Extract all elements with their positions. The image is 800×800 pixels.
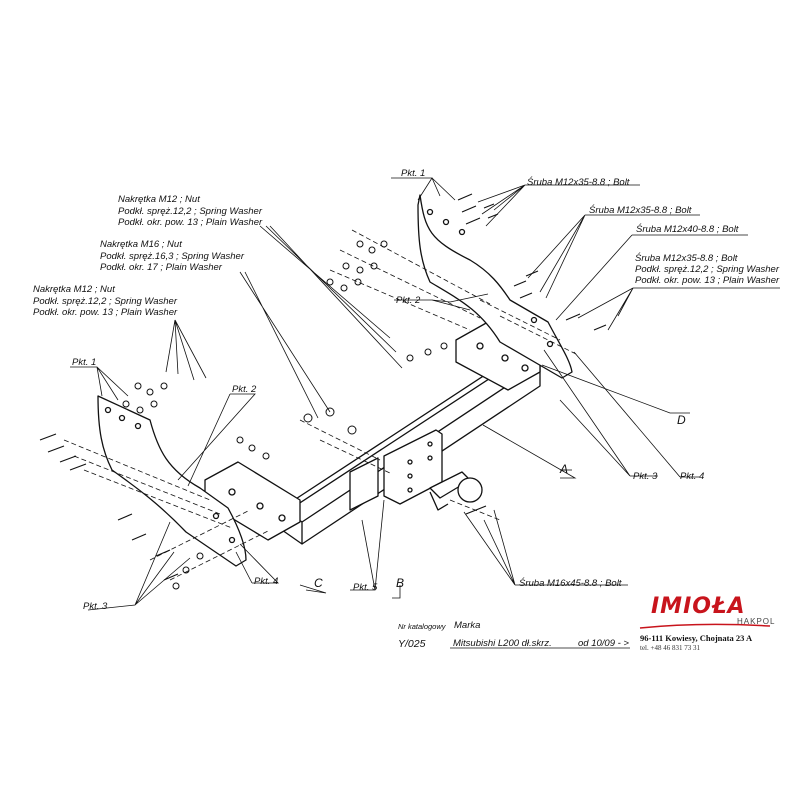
- label-pkt2-left: Pkt. 2: [232, 384, 257, 395]
- brand-caption: Marka: [454, 620, 481, 631]
- label-plain-washer-left: Podkł. okr. pow. 13 ; Plain Washer: [33, 307, 178, 318]
- label-spring-washer-m16: Podkł. spręż.16,3 ; Spring Washer: [100, 251, 244, 262]
- label-bolt-m12x35-c: Śruba M12x35-8.8 ; Bolt: [635, 253, 738, 264]
- label-pkt3-right: Pkt. 3: [633, 471, 658, 482]
- label-pkt5: Pkt. 5: [353, 582, 378, 593]
- part-label-b: B: [396, 576, 405, 590]
- label-nut-m16: Nakrętka M16 ; Nut: [100, 239, 182, 250]
- catalog-number: Y/025: [398, 638, 426, 650]
- label-pkt1-top: Pkt. 1: [401, 168, 426, 179]
- bolts: [39, 193, 607, 581]
- part-label-d: D: [677, 413, 686, 427]
- part-label-c: C: [314, 576, 323, 590]
- label-spring-washer-c: Podkł. spręż.12,2 ; Spring Washer: [635, 264, 779, 275]
- label-bolt-m16x45: Śruba M16x45-8.8 ; Bolt: [519, 578, 622, 589]
- tow-ball: [429, 471, 483, 511]
- label-plain-washer-top: Podkł. okr. pow. 13 ; Plain Washer: [118, 217, 263, 228]
- label-spring-washer-top: Podkł. spręż.12,2 ; Spring Washer: [118, 206, 262, 217]
- imiola-logo: IMIOŁA: [651, 594, 746, 619]
- label-bolt-m12x35-b: Śruba M12x35-8.8 ; Bolt: [589, 205, 692, 216]
- company-phone: tel. +48 46 831 73 31: [640, 644, 700, 652]
- bracket-right: [417, 194, 573, 379]
- label-bolt-m12x35-a: Śruba M12x35-8.8 ; Bolt: [527, 177, 630, 188]
- label-nut-m12-left: Nakrętka M12 ; Nut: [33, 284, 115, 295]
- part-label-a: A: [560, 462, 569, 476]
- label-plain-washer-c: Podkł. okr. pow. 13 ; Plain Washer: [635, 275, 780, 286]
- vehicle-model: Mitsubishi L200 dł.skrz.: [453, 638, 552, 649]
- label-pkt3-left: Pkt. 3: [83, 601, 108, 612]
- label-spring-washer-left: Podkł. spręż.12,2 ; Spring Washer: [33, 296, 177, 307]
- leader-lines: [70, 177, 780, 611]
- label-nut-m12-top: Nakrętka M12 ; Nut: [118, 194, 200, 205]
- label-pkt4-right: Pkt. 4: [680, 471, 705, 482]
- company-address: 96-111 Kowiesy, Chojnata 23 A: [640, 633, 753, 643]
- catalog-number-caption: Nr katalogowy: [398, 622, 446, 631]
- footer-rules: [450, 623, 771, 649]
- hakpol-subtitle: HAKPOL: [737, 617, 776, 626]
- nuts-washers: [122, 240, 448, 590]
- assembly-lines: [63, 229, 577, 581]
- label-plain-washer-m16: Podkł. okr. 17 ; Plain Washer: [100, 262, 222, 273]
- label-bolt-m12x40: Śruba M12x40-8.8 ; Bolt: [636, 224, 739, 235]
- label-pkt4-left: Pkt. 4: [254, 576, 279, 587]
- ball-mount-plate-b: [349, 429, 443, 511]
- production-date: od 10/09 - >: [578, 638, 629, 649]
- label-pkt1-left: Pkt. 1: [72, 357, 97, 368]
- bracket-left: [97, 395, 247, 567]
- label-pkt2-top: Pkt. 2: [396, 295, 421, 306]
